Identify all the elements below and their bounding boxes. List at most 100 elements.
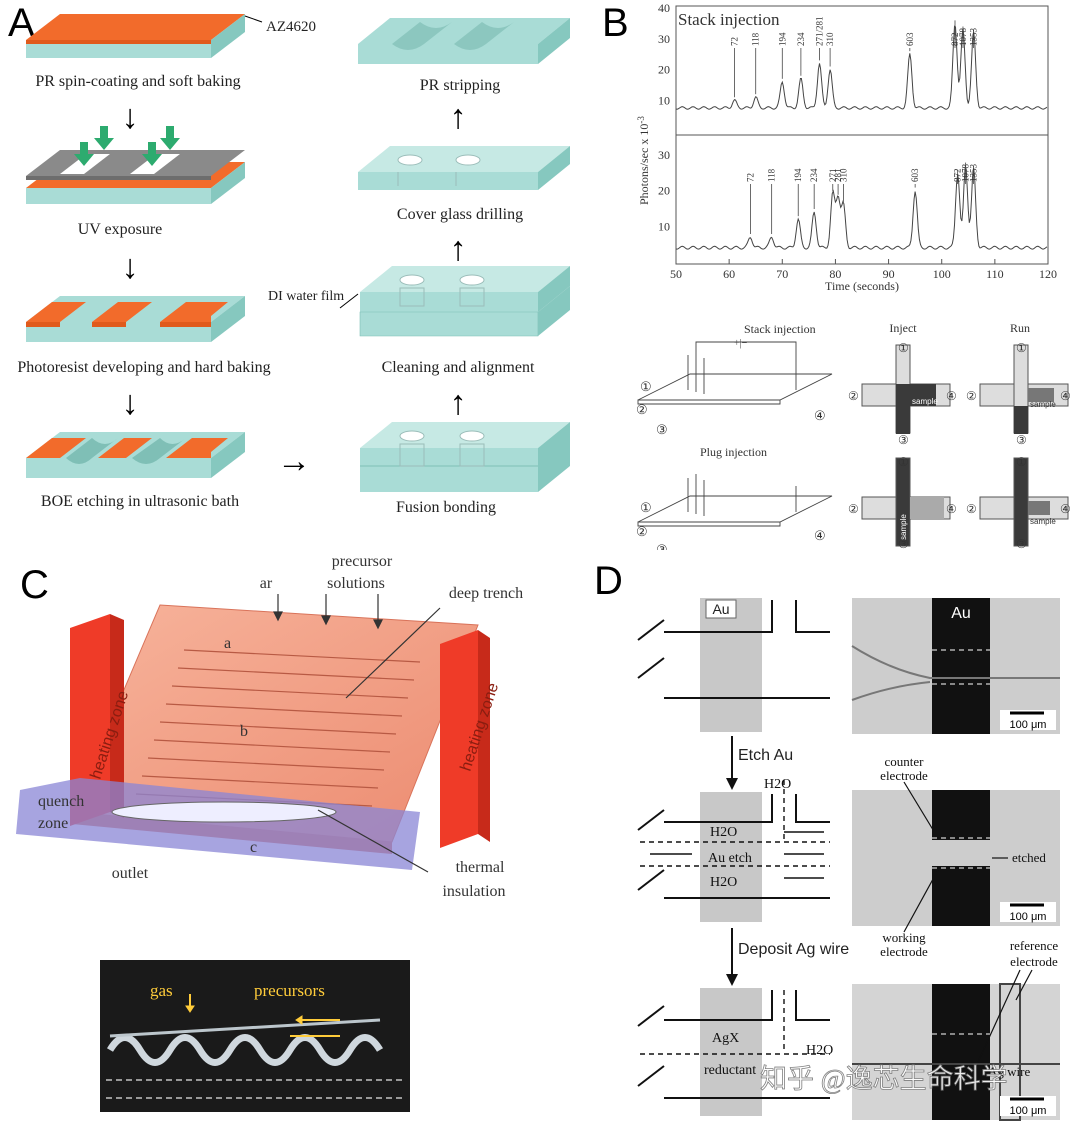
micrograph-initial: Au 100 μm [851, 598, 1060, 734]
cover-glass-drilled [358, 146, 570, 190]
svg-text:③: ③ [898, 433, 909, 447]
counter-label-1: counter [885, 754, 925, 769]
x-tick-label: 120 [1039, 267, 1057, 281]
wafer-pr-developed [26, 296, 245, 342]
peak-label: 281 [833, 169, 843, 183]
inlet-arrows-icon [273, 594, 383, 630]
panel-d-letter: D [594, 559, 623, 603]
wafer-pr-coated [26, 14, 245, 58]
chart-title: Stack injection [678, 10, 780, 29]
watermark: 知乎 @逸芯生命科学 [760, 1064, 1008, 1094]
chip-fusion-bonded [360, 422, 570, 492]
y-axis-ticks-top: 40 30 20 10 [658, 1, 670, 107]
micrograph-deposited: 100 μm [852, 983, 1060, 1121]
svg-text:100 μm: 100 μm [1010, 719, 1047, 731]
y-tick-label: 30 [658, 32, 670, 46]
panel-c-diagram: C heating zone heating zone ar precursor… [16, 553, 523, 1112]
y-tick-label: 30 [658, 148, 670, 162]
di-pointer [339, 293, 359, 309]
trench-pointer [345, 607, 441, 699]
section-c-label: c [250, 839, 257, 856]
step-7-caption: Cover glass drilling [397, 206, 523, 223]
working-label-1: working [882, 930, 926, 945]
svg-text:①: ① [640, 500, 652, 515]
svg-text:③: ③ [656, 542, 668, 550]
counter-label-2: electrode [880, 768, 928, 783]
peak-label: 194 [777, 32, 787, 46]
inject-plug-cross: sample [861, 457, 951, 547]
peak-label: 1078 [958, 28, 968, 47]
x-axis-label: Time (seconds) [825, 279, 899, 293]
y-tick-label: 20 [658, 63, 670, 77]
peak-label: 271 [828, 169, 838, 183]
x-tick-label: 70 [776, 267, 788, 281]
az-pointer [244, 15, 263, 23]
peak-label: 1353 [969, 28, 979, 47]
y-tick-label: 40 [658, 1, 670, 15]
insulation-pointer [317, 809, 429, 873]
etched-label: etched [1012, 850, 1046, 865]
x-tick-label: 50 [670, 267, 682, 281]
svg-text:④: ④ [814, 528, 826, 543]
step-4-caption: BOE etching in ultrasonic bath [41, 493, 239, 510]
x-tick-label: 90 [883, 267, 895, 281]
schematic-deposit: AgX reductant H2O [637, 988, 833, 1116]
deep-trench-label: deep trench [449, 585, 523, 602]
right-arrow-icon: → [277, 443, 311, 480]
step-5-caption: Fusion bonding [396, 499, 496, 516]
svg-text:③: ③ [1016, 433, 1027, 447]
heating-zone-right [440, 630, 478, 848]
panel-a-diagram: A AZ4620 PR spin-coating and soft baking… [8, 1, 570, 516]
panel-b-diagram: B Stack injection Photons/sec x 10-3 Tim… [602, 1, 1071, 550]
voltage-symbol: +|− [734, 338, 748, 349]
az-label: AZ4620 [266, 19, 316, 35]
section-b-label: b [240, 723, 248, 740]
svg-text:④: ④ [946, 389, 957, 403]
schematic-etch: H2O Au etch H2O H2O [637, 777, 830, 922]
svg-text:①: ① [898, 341, 909, 355]
down-arrow-icon: ↓ [122, 249, 139, 286]
step-1-caption: PR spin-coating and soft baking [35, 73, 240, 90]
panel-b-letter: B [602, 1, 629, 45]
down-arrow-icon: ↓ [122, 99, 139, 136]
up-arrow-icon: ↑ [450, 99, 467, 136]
working-label-2: electrode [880, 944, 928, 959]
svg-text:③: ③ [656, 422, 668, 437]
quench-label-2: zone [38, 815, 68, 832]
peak-label: 72 [729, 37, 739, 46]
svg-text:③: ③ [898, 537, 909, 550]
photo-channel-wave [106, 1034, 384, 1066]
panel-a: A AZ4620 PR spin-coating and soft baking… [0, 0, 600, 530]
stack-chip-schematic [637, 341, 833, 405]
etch-step-label: Etch Au [738, 747, 793, 764]
y-tick-label: 10 [658, 93, 670, 107]
svg-text:Au etch: Au etch [708, 851, 752, 866]
inject-title: Inject [889, 321, 917, 335]
svg-text:100 μm: 100 μm [1010, 1105, 1047, 1117]
svg-text:sample: sample [1030, 517, 1056, 526]
schematic-initial: Au [637, 598, 830, 732]
photo-flow-arrows-icon [185, 994, 340, 1037]
svg-text:④: ④ [814, 408, 826, 423]
svg-text:②: ② [636, 524, 648, 539]
svg-text:Au: Au [712, 601, 729, 617]
precursor-label-1: precursor [332, 553, 393, 570]
uv-arrows-icon [74, 126, 180, 166]
svg-text:②: ② [848, 502, 859, 516]
svg-text:④: ④ [1060, 389, 1071, 403]
svg-text:sample: sample [912, 397, 938, 406]
trace-top-series [675, 25, 1048, 110]
svg-text:reductant: reductant [704, 1063, 756, 1078]
photo-gas-label: gas [150, 981, 173, 1000]
micrograph-etched: 100 μm [852, 790, 1060, 926]
precursor-label-2: solutions [327, 575, 385, 592]
panel-d: D Au Au 100 μm Etch Au [560, 550, 1080, 1125]
peak-label: 603 [910, 168, 920, 182]
svg-text:100 μm: 100 μm [1010, 911, 1047, 923]
step-8-caption: PR stripping [420, 77, 500, 94]
svg-text:②: ② [636, 402, 648, 417]
